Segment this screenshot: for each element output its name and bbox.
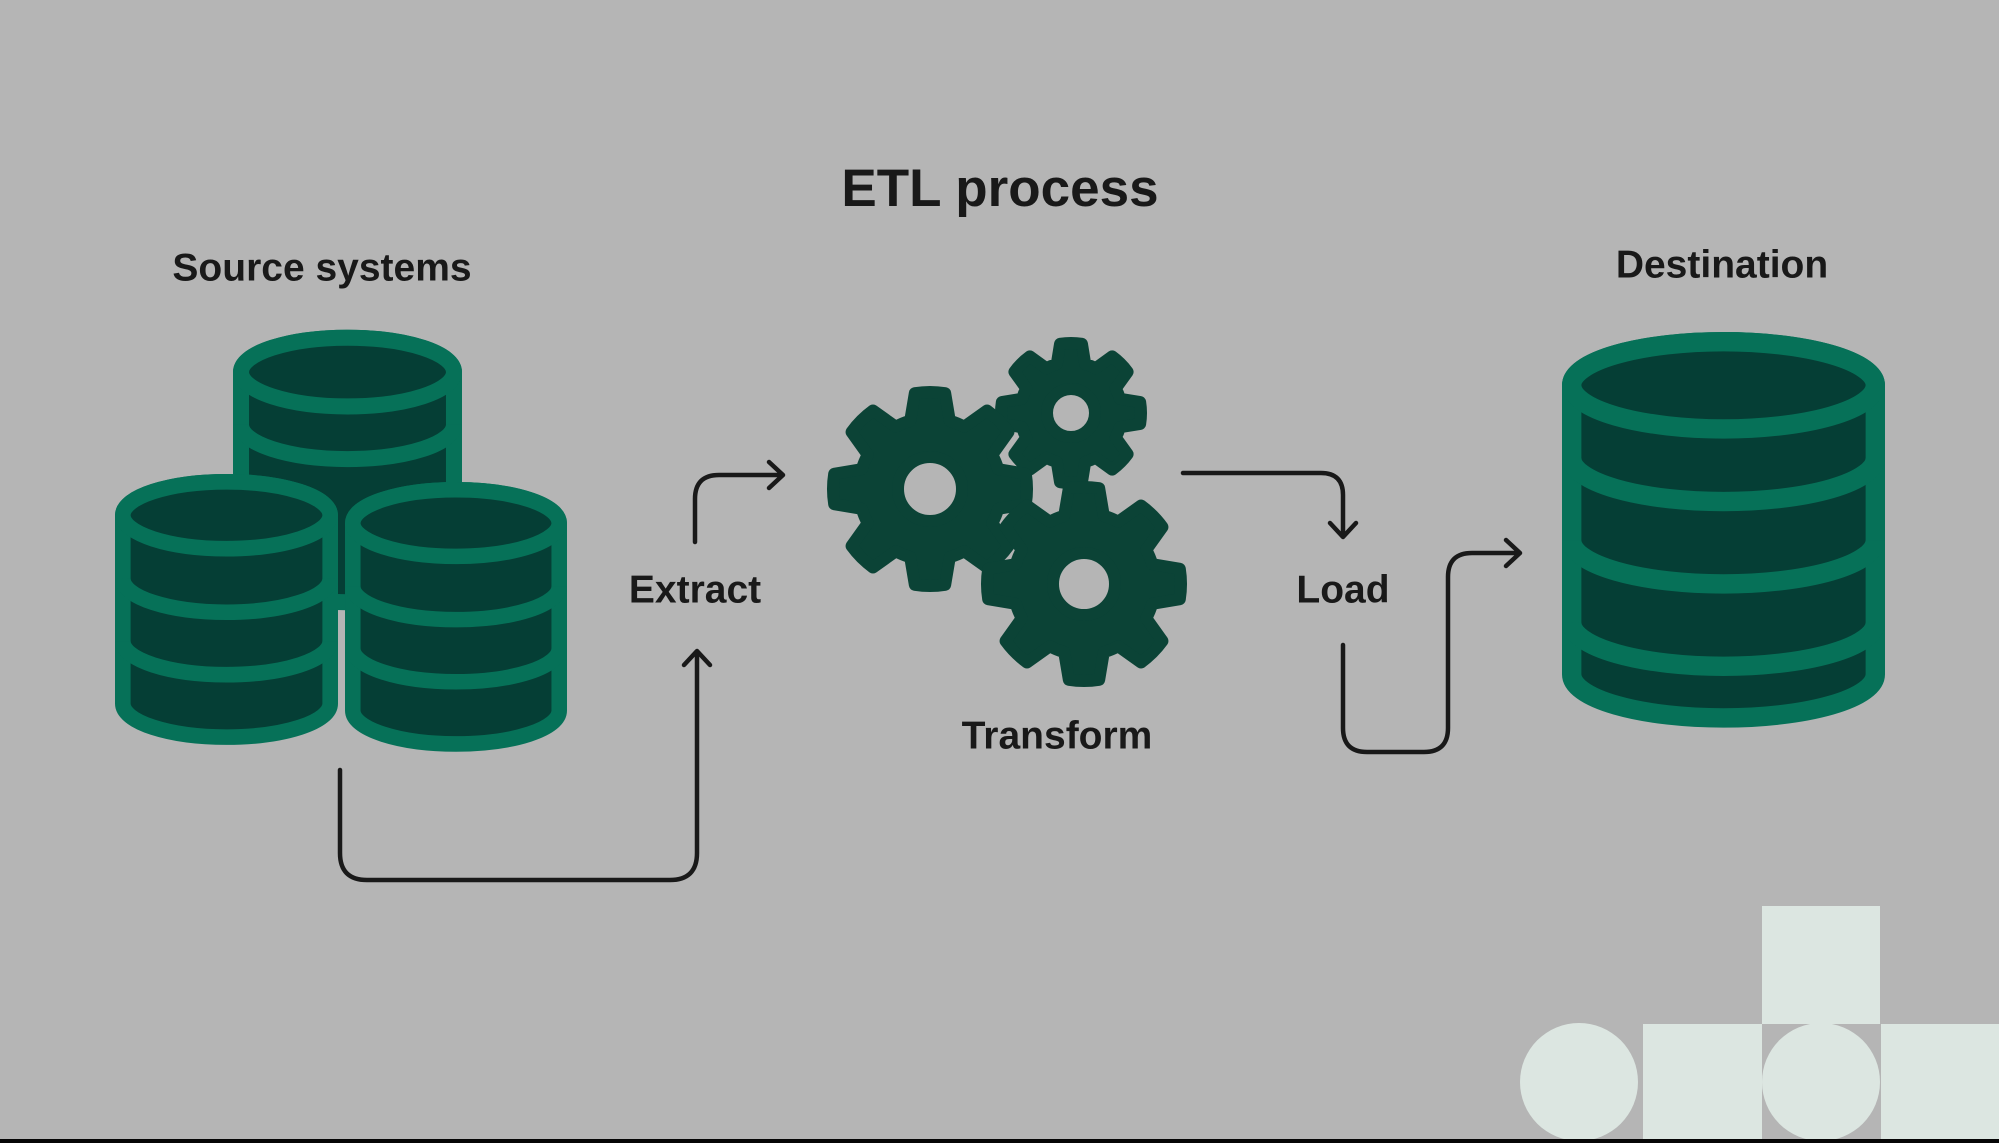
- page-title: ETL process: [841, 159, 1159, 218]
- load-label: Load: [1296, 568, 1390, 612]
- decor-square-right: [1881, 1024, 1999, 1143]
- gears-icon: [827, 337, 1187, 687]
- decor-square-top: [1762, 906, 1880, 1024]
- arrow-source-to-extract: [337, 648, 713, 883]
- database-right-icon: [345, 482, 567, 752]
- arrow-load-to-destination: [1340, 537, 1523, 755]
- extract-label: Extract: [628, 568, 762, 612]
- gear-large-bottom-icon: [981, 481, 1187, 687]
- bottom-edge-strip: [0, 1139, 1999, 1143]
- database-icon: [1562, 332, 1885, 728]
- decor-circle-left: [1520, 1023, 1638, 1141]
- decor-square-middle: [1643, 1024, 1762, 1143]
- decor-circle-right: [1762, 1023, 1880, 1141]
- gear-large-left-icon: [827, 386, 1033, 592]
- arrow-transform-to-load: [1180, 470, 1359, 540]
- destination-label: Destination: [1615, 243, 1829, 287]
- arrow-extract-to-transform: [692, 459, 786, 545]
- database-left-icon: [115, 474, 338, 745]
- transform-label: Transform: [961, 714, 1153, 758]
- source-systems-label: Source systems: [172, 246, 472, 290]
